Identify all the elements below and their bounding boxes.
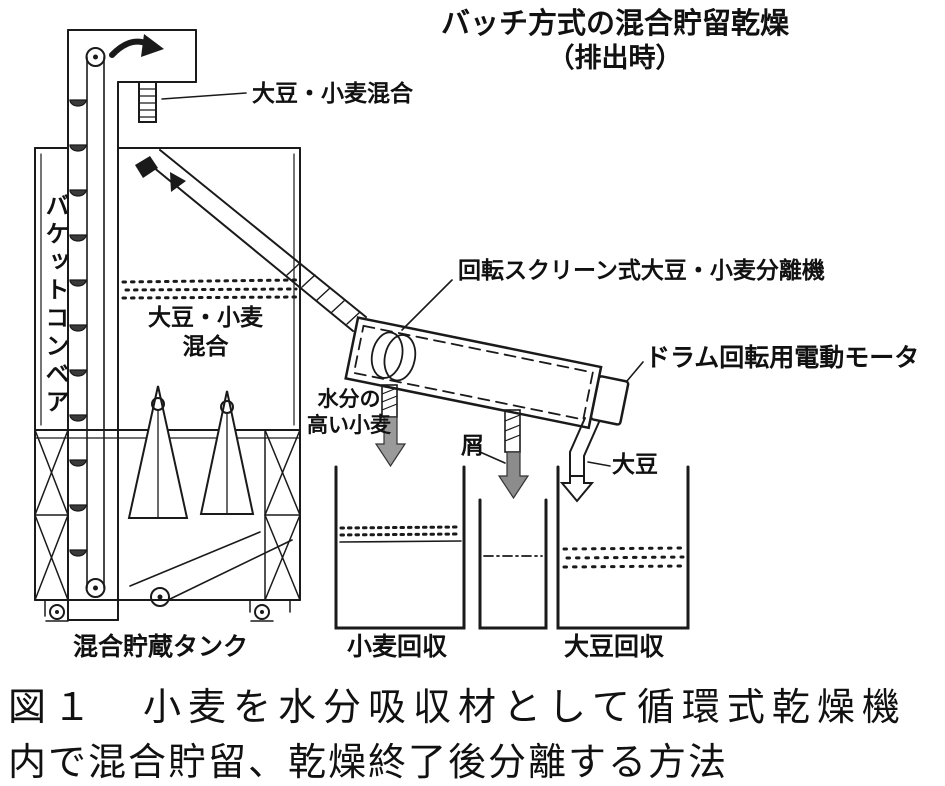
scraps-arrow-icon — [497, 451, 530, 500]
rotary-drum-separator — [344, 316, 630, 430]
diagram-title: バッチ方式の混合貯留乾燥 （排出時） — [415, 6, 815, 76]
wheat-fill-texture — [339, 525, 462, 537]
elevator-buckets — [69, 99, 87, 557]
label-separator: 回転スクリーン式大豆・小麦分離機 — [458, 257, 825, 283]
tank-bracing — [34, 429, 301, 601]
storage-tank-outline — [34, 147, 301, 622]
tank-base-wheels — [44, 599, 291, 622]
label-wet-wheat-line2: 高い小麦 — [307, 414, 391, 438]
wet-wheat-arrow-icon — [374, 416, 407, 468]
label-storage-tank: 混合貯蔵タンク — [73, 633, 249, 661]
label-tank-contents: 大豆・小麦 混合 — [148, 303, 263, 361]
feed-chute — [146, 149, 367, 332]
leader-lines — [161, 92, 644, 467]
label-tank-contents-line2: 混合 — [182, 332, 229, 359]
label-feed-mix: 大豆・小麦混合 — [252, 80, 413, 106]
label-bucket-conveyor: バケットコンベア — [41, 193, 68, 417]
figure-caption-line2: 内で混合貯留、乾燥終了後分離する方法 — [8, 742, 729, 784]
drum-outlets — [374, 384, 600, 503]
chute-inlet-spout — [135, 156, 158, 178]
scraps-container — [478, 498, 548, 630]
label-soybean-recovery: 大豆回収 — [564, 633, 665, 661]
figure-caption-line1: 図１ 小麦を水分吸収材として循環式乾燥機 — [8, 687, 907, 729]
label-wheat-recovery: 小麦回収 — [347, 633, 448, 661]
soybean-container — [556, 465, 690, 630]
label-wet-wheat: 水分の 高い小麦 — [300, 387, 398, 440]
label-motor: ドラム回転用電動モータ — [645, 344, 920, 372]
diagram-canvas — [34, 29, 690, 630]
wheat-container — [334, 465, 466, 630]
feed-pipe — [138, 81, 157, 123]
diagram-title-line2: （排出時） — [547, 43, 683, 74]
label-tank-contents-line1: 大豆・小麦 — [148, 304, 263, 330]
bucket-elevator — [67, 29, 197, 621]
recovery-containers — [334, 465, 690, 630]
soybean-fill-texture — [562, 546, 685, 569]
tank-grain-texture — [121, 278, 298, 300]
label-scraps: 屑 — [461, 432, 484, 458]
soybean-arrow-icon — [559, 475, 595, 503]
discharge-arrow-icon — [109, 34, 164, 58]
label-soybean: 大豆 — [612, 451, 658, 477]
drum-screw-inlet — [370, 331, 404, 379]
tank-cones — [127, 385, 255, 519]
diagram-title-line1: バッチ方式の混合貯留乾燥 — [440, 8, 789, 40]
label-wet-wheat-line1: 水分の — [317, 388, 381, 411]
chute-flow-arrow-icon — [170, 172, 186, 192]
tank-sweep-mechanism — [129, 531, 293, 607]
